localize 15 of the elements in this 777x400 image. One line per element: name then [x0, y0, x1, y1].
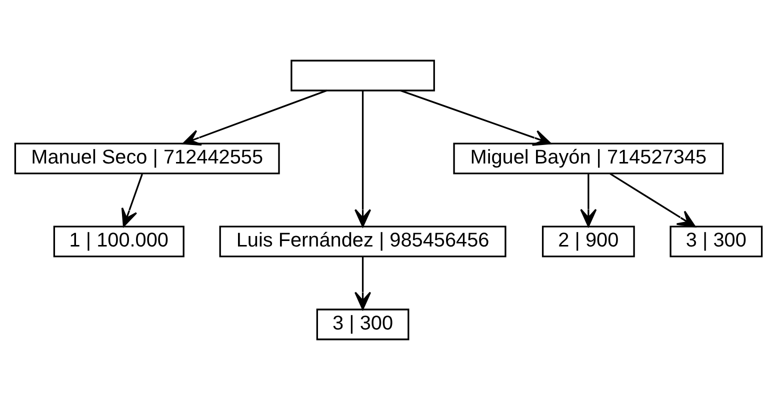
- arrow: [580, 174, 597, 227]
- node-box: 1 | 100.000: [53, 226, 184, 258]
- arrow: [182, 90, 327, 146]
- arrow: [121, 174, 143, 227]
- node-box: Luis Fernández | 985456456: [219, 226, 506, 258]
- node-box: [290, 60, 435, 92]
- node-box: Miguel Bayón | 714527345: [453, 142, 724, 174]
- node-box: Manuel Seco | 712442555: [14, 142, 280, 174]
- node-box: 3 | 300: [316, 308, 410, 340]
- node-box: 3 | 300: [670, 226, 763, 258]
- node-box: 2 | 900: [542, 226, 635, 258]
- arrow: [610, 172, 696, 228]
- arrow: [354, 90, 372, 228]
- arrow: [354, 257, 372, 310]
- arrow: [400, 90, 552, 146]
